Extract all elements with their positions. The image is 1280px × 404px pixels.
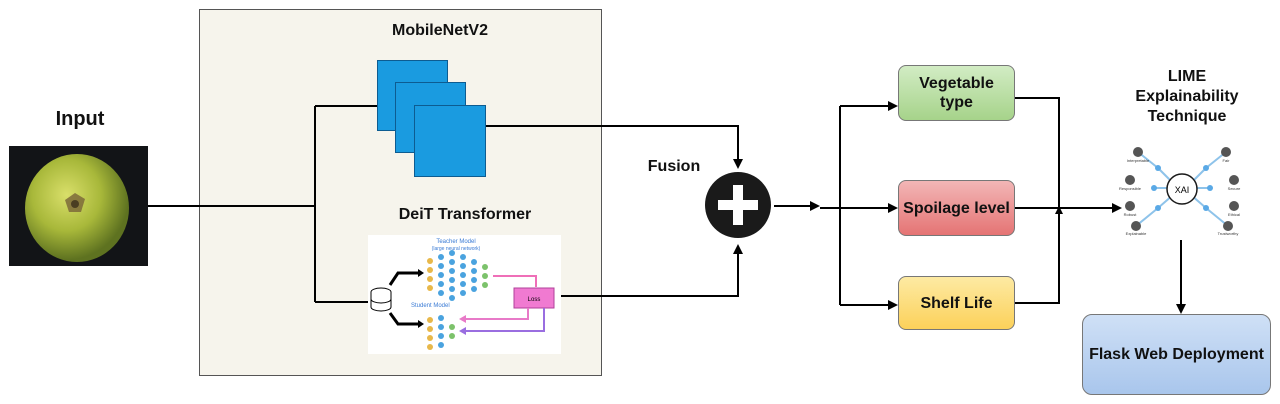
spoilage-level-box: Spoilage level xyxy=(898,180,1015,236)
fusion-label: Fusion xyxy=(647,158,701,175)
student-model-text: Student Model xyxy=(411,303,450,309)
deit-label: DeiT Transformer xyxy=(398,206,532,223)
input-label: Input xyxy=(55,108,105,130)
loss-text: Loss xyxy=(528,297,541,303)
from-vegetable-line xyxy=(1015,97,1060,304)
teacher-model-text: Teacher Model xyxy=(436,239,475,245)
xai-term-fair: Fair xyxy=(1223,158,1231,163)
xai-term-responsible: Responsible xyxy=(1119,186,1142,191)
deit-figure: Teacher Model (large neural network) Los… xyxy=(368,235,561,354)
flask-deployment-box: Flask Web Deployment xyxy=(1082,314,1271,395)
xai-graphic: XAI Interpretable Fair Responsible Secur… xyxy=(1119,147,1241,236)
xai-term-robust: Robust xyxy=(1124,212,1138,217)
xai-term-trustworthy: Trustworthy xyxy=(1218,231,1239,236)
teacher-student-diagram: Teacher Model (large neural network) Los… xyxy=(370,239,555,350)
vegetable-type-box: Vegetable type xyxy=(898,65,1015,121)
mobilenet-label: MobileNetV2 xyxy=(391,22,488,39)
mobilenet-to-fusion-line xyxy=(486,125,743,169)
xai-term-interpretable: Interpretable xyxy=(1127,158,1150,163)
fruit-image xyxy=(25,154,129,262)
mobilenet-block-3 xyxy=(414,105,486,177)
shelf-life-box: Shelf Life xyxy=(898,276,1015,330)
xai-term-ethical: Ethical xyxy=(1228,212,1240,217)
xai-center-text: XAI xyxy=(1175,185,1190,195)
xai-term-secure: Secure xyxy=(1228,186,1241,191)
merge-arrowhead xyxy=(1055,206,1063,214)
fusion-plus-icon xyxy=(705,172,771,238)
xai-term-explainable: Explainable xyxy=(1126,231,1147,236)
lime-title: LIME Explainability Technique xyxy=(1135,68,1239,125)
deit-to-fusion-line xyxy=(558,244,743,297)
input-image xyxy=(9,146,148,266)
teacher-model-subtext: (large neural network) xyxy=(432,246,481,252)
